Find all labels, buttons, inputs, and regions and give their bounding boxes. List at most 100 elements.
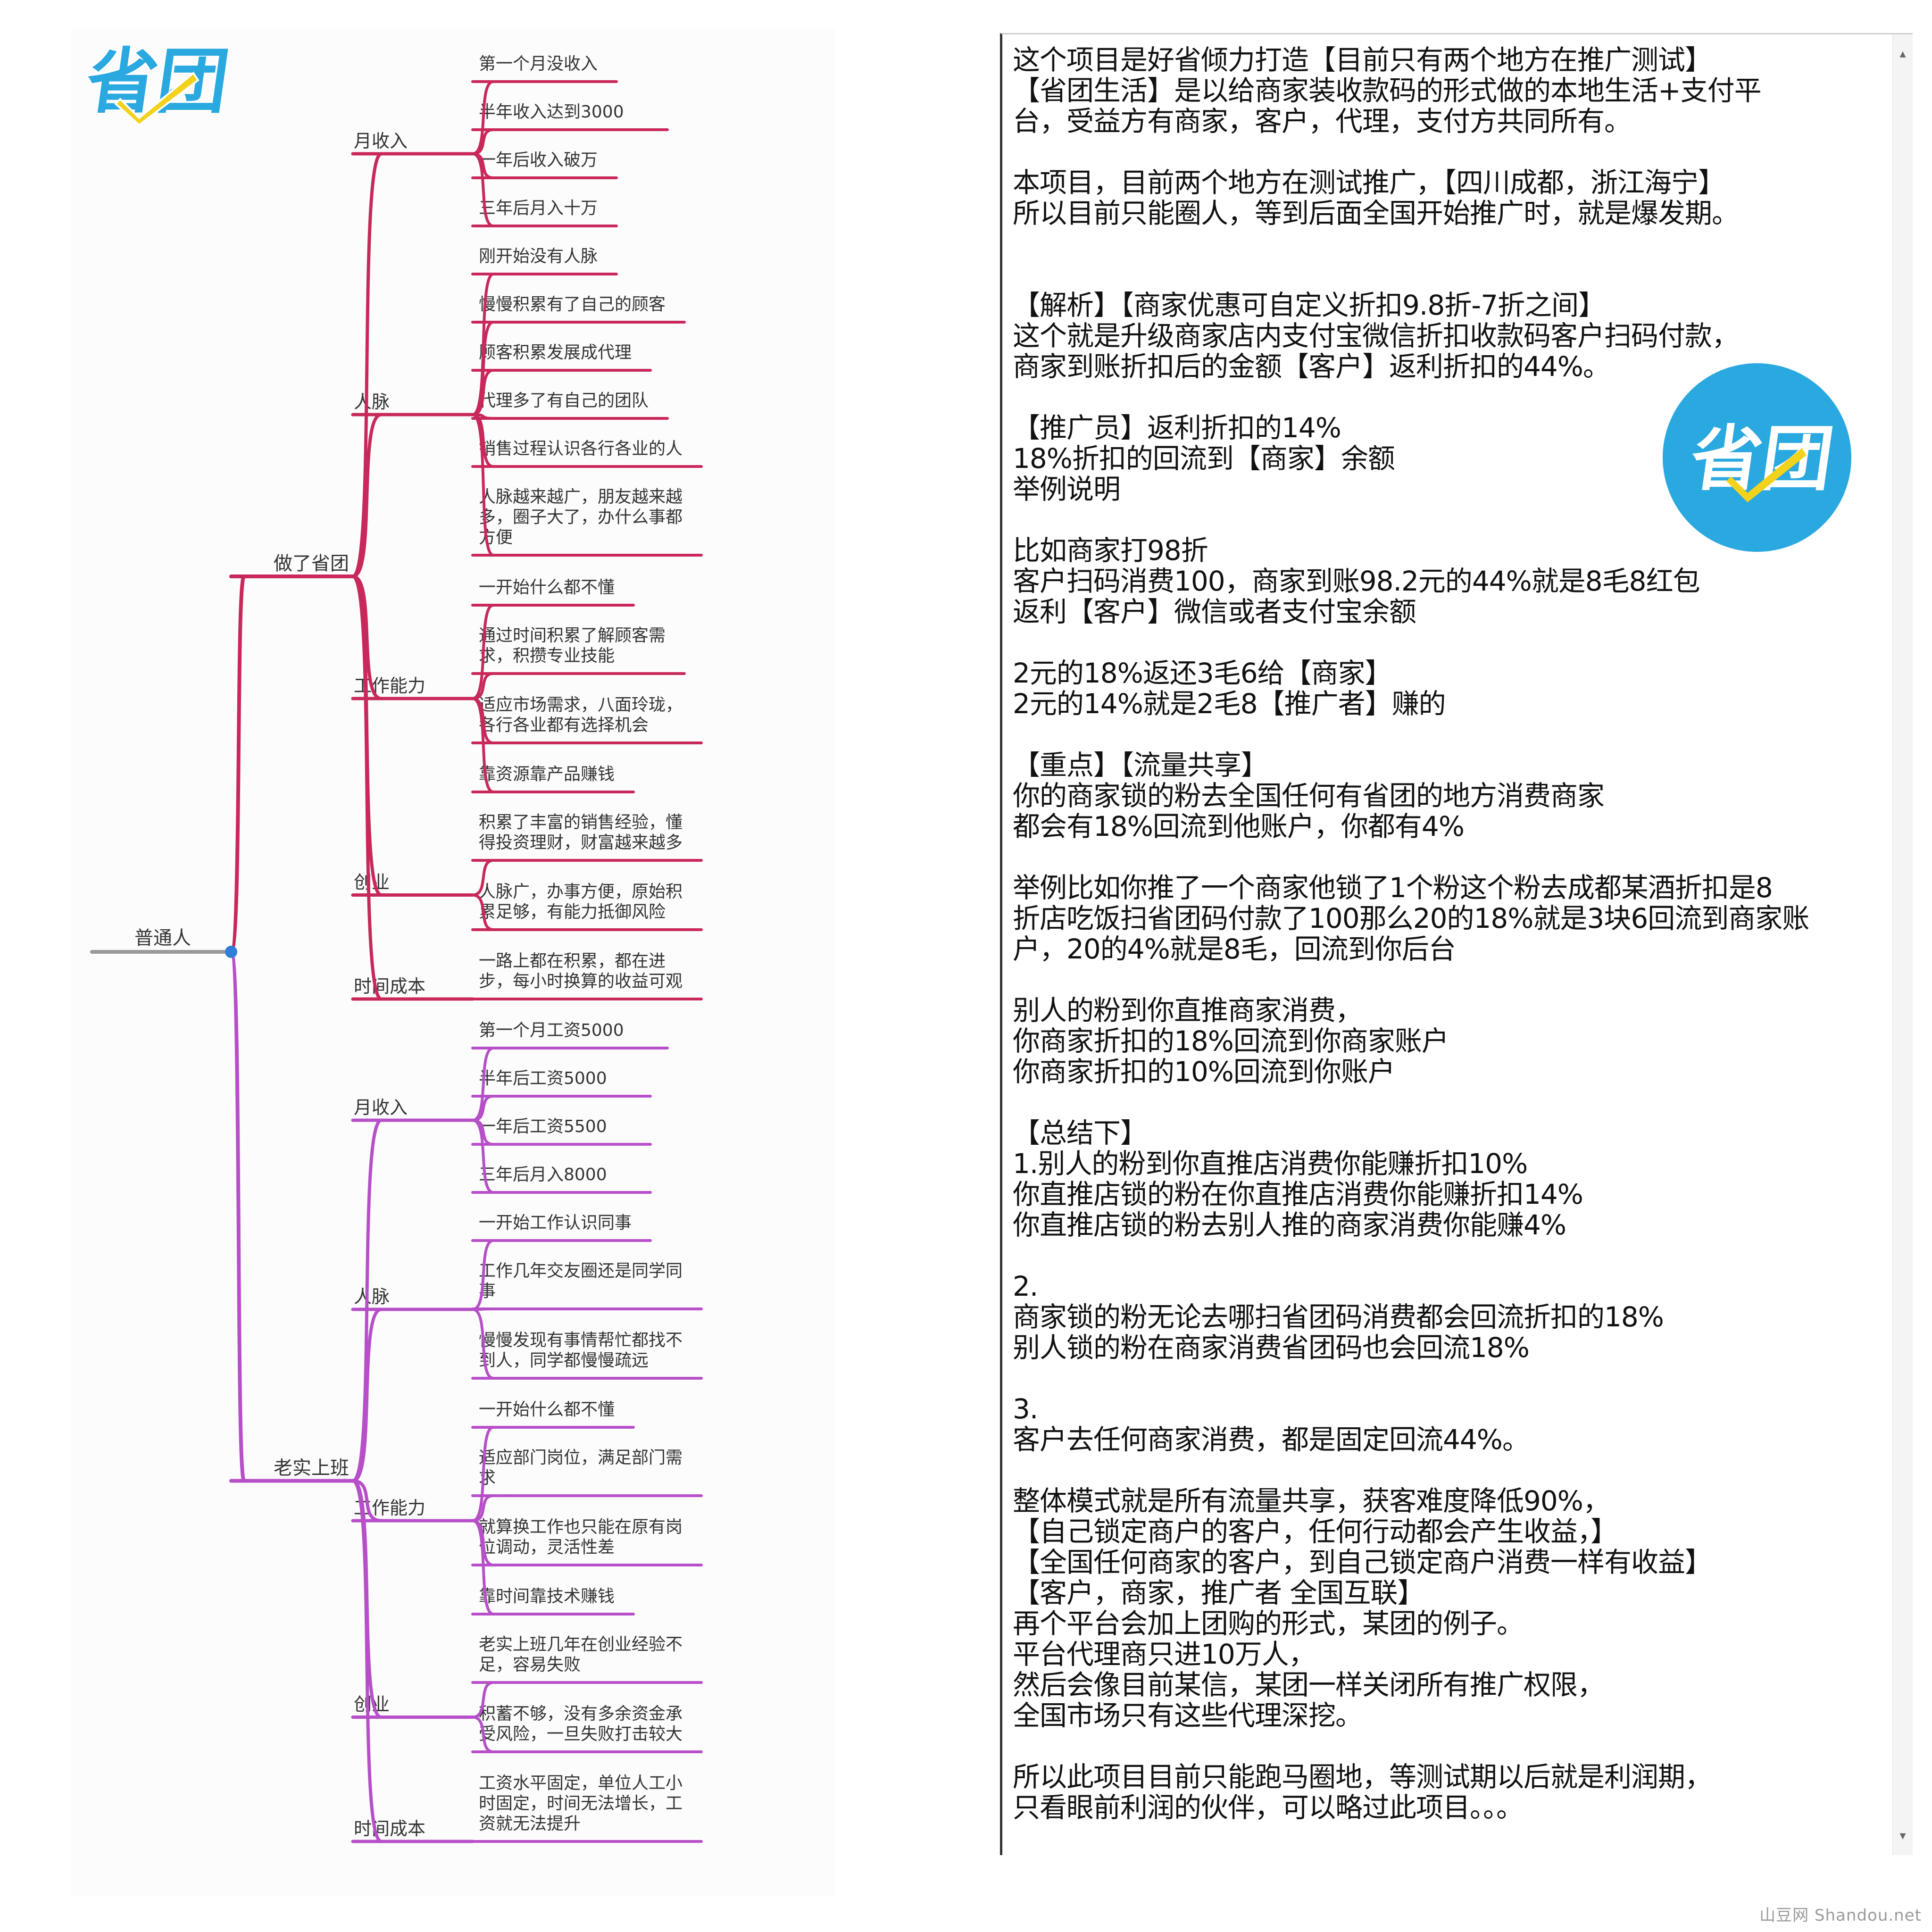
leaf-node-label: 靠时间靠技术赚钱 bbox=[479, 1587, 615, 1606]
leaf-node-label: 人脉广，办事方便，原始积 bbox=[479, 882, 683, 901]
doc-line: 只看眼前利润的伙伴，可以略过此项目。。。 bbox=[1013, 1791, 1524, 1824]
connector-line bbox=[351, 1307, 407, 1482]
connector-line bbox=[229, 575, 257, 954]
doc-line: 【总结下】 bbox=[1013, 1117, 1148, 1149]
doc-line: 举例说明 bbox=[1013, 473, 1121, 505]
leaf-node-label: 半年收入达到3000 bbox=[479, 102, 624, 122]
doc-line: 然后会像目前某信，某团一样关闭所有推广权限， bbox=[1013, 1669, 1605, 1701]
connector-line bbox=[471, 1047, 512, 1122]
leaf-node-label: 累足够，有能力抵御风险 bbox=[479, 902, 666, 922]
connector-line bbox=[471, 80, 512, 155]
doc-line bbox=[1013, 1455, 1890, 1486]
connector-line bbox=[471, 1519, 512, 1616]
root-node-dot bbox=[225, 946, 237, 958]
doc-line: 这个就是升级商家店内支付宝微信折扣收款码客户扫码付款， bbox=[1013, 320, 1739, 352]
vertical-scrollbar[interactable]: ▴ ▾ bbox=[1892, 34, 1913, 1855]
connector-line bbox=[471, 1239, 512, 1311]
scroll-up-icon[interactable]: ▴ bbox=[1899, 47, 1906, 61]
leaf-node-label: 代理多了有自己的团队 bbox=[479, 391, 649, 410]
doc-line: 本项目，目前两个地方在测试推广，【四川成都，浙江海宁】 bbox=[1013, 167, 1725, 199]
document-body: 这个项目是好省倾力打造【目前只有两个地方在推广测试】 【省团生活】是以给商家装收… bbox=[1013, 45, 1890, 1823]
connector-line bbox=[471, 1095, 512, 1122]
doc-line bbox=[1013, 627, 1890, 658]
doc-line: 【全国任何商家的客户，到自己锁定商户消费一样有收益】 bbox=[1013, 1546, 1712, 1578]
sub-node-label: 人脉 bbox=[354, 391, 390, 412]
leaf-node-label: 工作几年交友圈还是同学同 bbox=[479, 1261, 683, 1281]
sub-node-label: 月收入 bbox=[354, 1097, 408, 1118]
doc-line: 返利【客户】微信或者支付宝余额 bbox=[1013, 596, 1416, 628]
scroll-down-icon[interactable]: ▾ bbox=[1899, 1829, 1906, 1843]
leaf-node-label: 刚开始没有人脉 bbox=[479, 247, 598, 266]
connector-line bbox=[471, 321, 512, 416]
leaf-node-label: 适应市场需求，八面玲珑， bbox=[479, 695, 683, 715]
connector-line bbox=[351, 1479, 407, 1523]
connector-line bbox=[351, 575, 407, 700]
doc-line: 【客户，商家，推广者 全国互联】 bbox=[1013, 1577, 1424, 1609]
leaf-node-label: 时固定，时间无法增长，工 bbox=[479, 1794, 683, 1813]
leaf-node-label: 积蓄不够，没有多余资金承 bbox=[479, 1704, 683, 1724]
connector-line bbox=[471, 1681, 512, 1719]
doc-line: 你的商家锁的粉去全国任何有省团的地方消费商家 bbox=[1013, 780, 1605, 812]
leaf-node-label: 一路上都在积累，都在进 bbox=[479, 951, 666, 971]
doc-line: 【解析】【商家优惠可自定义折扣9.8折-7折之间】 bbox=[1013, 289, 1606, 321]
connector-line bbox=[229, 950, 257, 1483]
doc-line: 【推广员】返利折扣的14% bbox=[1013, 412, 1341, 444]
doc-line: 3. bbox=[1013, 1393, 1038, 1425]
doc-line: 平台代理商只进10万人， bbox=[1013, 1638, 1316, 1670]
leaf-node-label: 方便 bbox=[479, 528, 513, 547]
doc-line: 客户去任何商家消费，都是固定回流44%。 bbox=[1013, 1424, 1530, 1456]
doc-line: 所以目前只能圈人，等到后面全国开始推广时，就是爆发期。 bbox=[1013, 197, 1739, 229]
leaf-node-label: 靠资源靠产品赚钱 bbox=[479, 765, 615, 784]
leaf-node-label: 第一个月工资5000 bbox=[479, 1021, 624, 1040]
leaf-node-label: 位调动，灵活性差 bbox=[479, 1538, 615, 1557]
connector-line bbox=[471, 369, 512, 416]
doc-line: 再个平台会加上团购的形式，某团的例子。 bbox=[1013, 1607, 1524, 1640]
shengtuan-round-logo-icon: 省团 bbox=[1663, 363, 1851, 552]
sub-node-label: 时间成本 bbox=[354, 976, 425, 997]
doc-line bbox=[1013, 1241, 1890, 1271]
connector-line bbox=[471, 672, 512, 700]
doc-line: 别人锁的粉在商家消费省团码也会回流18% bbox=[1013, 1332, 1530, 1364]
connector-line bbox=[471, 413, 512, 468]
doc-line: 都会有18%回流到他账户，你都有4% bbox=[1013, 810, 1465, 842]
connector-line bbox=[471, 697, 512, 793]
shengtuan-logo-icon: 省团 bbox=[80, 39, 231, 126]
leaf-node-label: 就算换工作也只能在原有岗 bbox=[479, 1517, 683, 1537]
doc-line: 1.别人的粉到你直推店消费你能赚折扣10% bbox=[1013, 1148, 1528, 1180]
doc-line: 户，20的4%就是8毛，回流到你后台 bbox=[1013, 933, 1456, 965]
leaf-node-label: 受风险，一旦失败打击较大 bbox=[479, 1724, 683, 1744]
leaf-node-label: 第一个月没收入 bbox=[479, 54, 598, 74]
leaf-node-label: 一开始什么都不懂 bbox=[479, 1400, 615, 1419]
doc-line bbox=[1013, 719, 1890, 750]
leaf-node-label: 资就无法提升 bbox=[479, 1814, 581, 1833]
doc-line: 折店吃饭扫省团码付款了100那么20的18%就是3块6回流到商家账 bbox=[1013, 902, 1809, 934]
leaf-node-label: 一年后收入破万 bbox=[479, 150, 598, 170]
connector-line bbox=[471, 1715, 512, 1753]
leaf-node-label: 一开始什么都不懂 bbox=[479, 578, 615, 597]
connector-line bbox=[471, 128, 512, 155]
doc-line: 客户扫码消费100，商家到账98.2元的44%就是8毛8红包 bbox=[1013, 565, 1700, 597]
doc-line: 比如商家打98折 bbox=[1013, 534, 1208, 566]
leaf-node-label: 顾客积累发展成代理 bbox=[479, 343, 632, 362]
leaf-node-label: 老实上班几年在创业经验不 bbox=[479, 1635, 683, 1654]
connector-line bbox=[471, 1308, 512, 1380]
connector-line bbox=[351, 413, 407, 578]
leaf-node-label: 一年后工资5500 bbox=[479, 1117, 607, 1136]
doc-line: 【省团生活】是以给商家装收款码的形式做的本地生活+支付平 bbox=[1013, 75, 1762, 107]
leaf-node-label: 销售过程认识各行各业的人 bbox=[479, 439, 683, 458]
connector-line bbox=[351, 152, 407, 578]
doc-line: 【重点】【流量共享】 bbox=[1013, 749, 1268, 781]
doc-line: 你商家折扣的18%回流到你商家账户 bbox=[1013, 1025, 1449, 1057]
doc-line bbox=[1013, 1087, 1890, 1118]
mind-map-canvas: 第一个月没收入半年收入达到3000一年后收入破万三年后月入十万月收入刚开始没有人… bbox=[90, 54, 703, 1843]
leaf-node-label: 得投资理财，财富越来越多 bbox=[479, 833, 683, 852]
leaf-node-label: 半年后工资5000 bbox=[479, 1069, 607, 1088]
logo-text: 省团 bbox=[81, 41, 231, 123]
connector-line bbox=[351, 1118, 407, 1482]
doc-line: 你商家折扣的10%回流到你账户 bbox=[1013, 1056, 1395, 1088]
leaf-node-label: 积累了丰富的销售经验，懂 bbox=[479, 813, 683, 832]
branch-node-label: 做了省团 bbox=[274, 553, 349, 575]
leaf-node-label: 通过时间积累了解顾客需 bbox=[479, 626, 666, 645]
doc-line: 这个项目是好省倾力打造【目前只有两个地方在推广测试】 bbox=[1013, 44, 1712, 76]
